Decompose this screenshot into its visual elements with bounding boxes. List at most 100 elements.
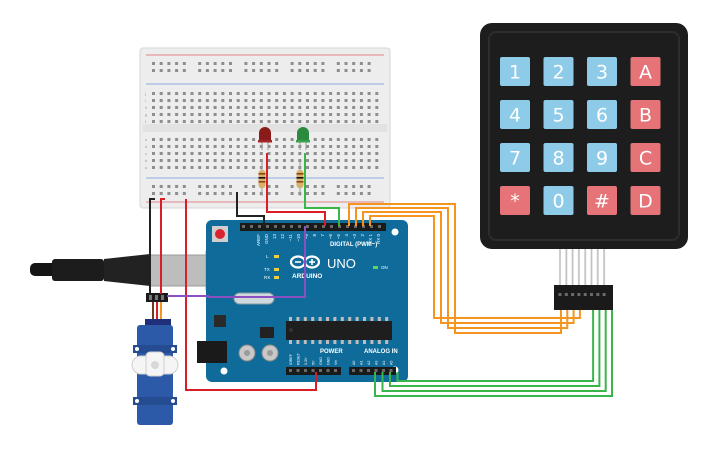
breadboard-hole <box>321 166 325 169</box>
header-pin[interactable] <box>290 225 293 228</box>
keypad-key-face <box>543 186 574 215</box>
mounting-hole <box>391 228 399 236</box>
keypad-key-star[interactable]: * <box>500 186 530 215</box>
header-pin[interactable] <box>306 225 309 228</box>
keypad-key-3[interactable]: 3 <box>587 57 617 86</box>
keypad-key-9[interactable]: 9 <box>587 143 617 172</box>
keypad-key-8[interactable]: 8 <box>543 143 574 172</box>
resistor-2[interactable] <box>296 162 304 196</box>
header-pin[interactable] <box>304 369 307 372</box>
breadboard-hole <box>352 113 356 116</box>
connector-pin[interactable] <box>558 293 562 296</box>
keypad-key-face <box>543 143 574 172</box>
breadboard-hole <box>359 138 363 141</box>
resistor-1[interactable] <box>258 162 266 196</box>
keypad-key-2[interactable]: 2 <box>543 57 574 86</box>
breadboard-hole <box>229 120 232 123</box>
keypad-key-c[interactable]: C <box>630 143 661 172</box>
breadboard-hole <box>313 113 317 116</box>
header-pin[interactable] <box>282 225 285 228</box>
keypad-key-hash[interactable]: # <box>587 186 617 215</box>
header-pin[interactable] <box>250 225 253 228</box>
breadboard-hole <box>359 159 363 162</box>
header-pin[interactable] <box>346 225 349 228</box>
keypad-key-d[interactable]: D <box>630 186 661 215</box>
breadboard-hole <box>159 185 163 188</box>
keypad-key-5[interactable]: 5 <box>543 100 574 129</box>
connector-pin[interactable] <box>602 293 606 296</box>
breadboard-hole <box>275 92 279 95</box>
connector-pin[interactable] <box>577 293 581 296</box>
keypad-key-a[interactable]: A <box>630 57 661 86</box>
digital-pin-label: 4 <box>344 234 349 237</box>
header-pin[interactable] <box>274 225 277 228</box>
power-pin-label: GND <box>327 357 331 365</box>
keypad-key-0[interactable]: 0 <box>543 186 574 215</box>
header-pin[interactable] <box>266 225 269 228</box>
header-pin[interactable] <box>258 225 261 228</box>
header-pin[interactable] <box>314 225 317 228</box>
breadboard-hole <box>321 192 325 195</box>
keypad-key-face <box>630 100 661 129</box>
keypad-key-label: 4 <box>509 105 521 127</box>
header-pin[interactable] <box>289 369 292 372</box>
header-pin[interactable] <box>334 369 337 372</box>
breadboard-hole <box>352 62 356 65</box>
connector-pin[interactable] <box>596 293 600 296</box>
green-led[interactable] <box>296 127 310 150</box>
tx-led-label: TX <box>264 267 270 272</box>
header-pin[interactable] <box>298 225 301 228</box>
chip-pin <box>296 340 300 344</box>
breadboard-hole <box>359 99 363 102</box>
connector-pin[interactable] <box>564 293 568 296</box>
header-pin[interactable] <box>296 369 300 372</box>
header-pin[interactable] <box>311 369 315 372</box>
header-pin[interactable] <box>362 225 365 228</box>
reset-button[interactable] <box>215 229 225 239</box>
header-pin[interactable] <box>354 225 357 228</box>
header-pin[interactable] <box>378 225 381 228</box>
breadboard-hole <box>236 152 240 155</box>
keypad-key-4[interactable]: 4 <box>500 100 530 129</box>
keypad-key-label: 7 <box>509 148 521 170</box>
header-pin[interactable] <box>330 225 333 228</box>
keypad-key-label: 8 <box>552 148 564 170</box>
header-pin[interactable] <box>367 369 370 372</box>
keypad-key-7[interactable]: 7 <box>500 143 530 172</box>
red-led[interactable] <box>258 127 272 150</box>
keypad-connector-pins <box>558 293 606 296</box>
header-pin[interactable] <box>326 369 330 372</box>
breadboard-hole <box>167 145 171 148</box>
header-pin[interactable] <box>382 369 385 372</box>
header-pin[interactable] <box>338 225 341 228</box>
header-pin[interactable] <box>374 369 378 372</box>
header-pin[interactable] <box>319 369 322 372</box>
connector-pin[interactable] <box>590 293 593 296</box>
servo-horn[interactable] <box>131 351 179 377</box>
keypad-key-b[interactable]: B <box>630 100 661 129</box>
keypad-key-1[interactable]: 1 <box>500 57 530 86</box>
breadboard-hole <box>221 152 225 155</box>
breadboard-hole <box>159 152 163 155</box>
breadboard-hole <box>167 166 171 169</box>
connector-pin[interactable] <box>583 293 587 296</box>
header-pin[interactable] <box>242 225 245 228</box>
servo-motor[interactable] <box>131 293 179 425</box>
chip-pin <box>333 340 337 344</box>
resistor-1-band-1 <box>258 173 266 175</box>
keypad-key-label: D <box>638 191 653 213</box>
breadboard-hole <box>329 106 333 109</box>
connector-pin[interactable] <box>571 293 575 296</box>
header-pin[interactable] <box>389 369 393 372</box>
header-pin[interactable] <box>359 369 363 372</box>
keypad-key-6[interactable]: 6 <box>587 100 617 129</box>
breadboard-hole <box>375 166 379 169</box>
breadboard-hole <box>175 113 179 116</box>
header-pin[interactable] <box>322 225 325 228</box>
header-pin[interactable] <box>370 225 373 228</box>
header-pin[interactable] <box>352 369 355 372</box>
power-jack[interactable] <box>197 341 227 363</box>
breadboard-hole <box>313 192 317 195</box>
